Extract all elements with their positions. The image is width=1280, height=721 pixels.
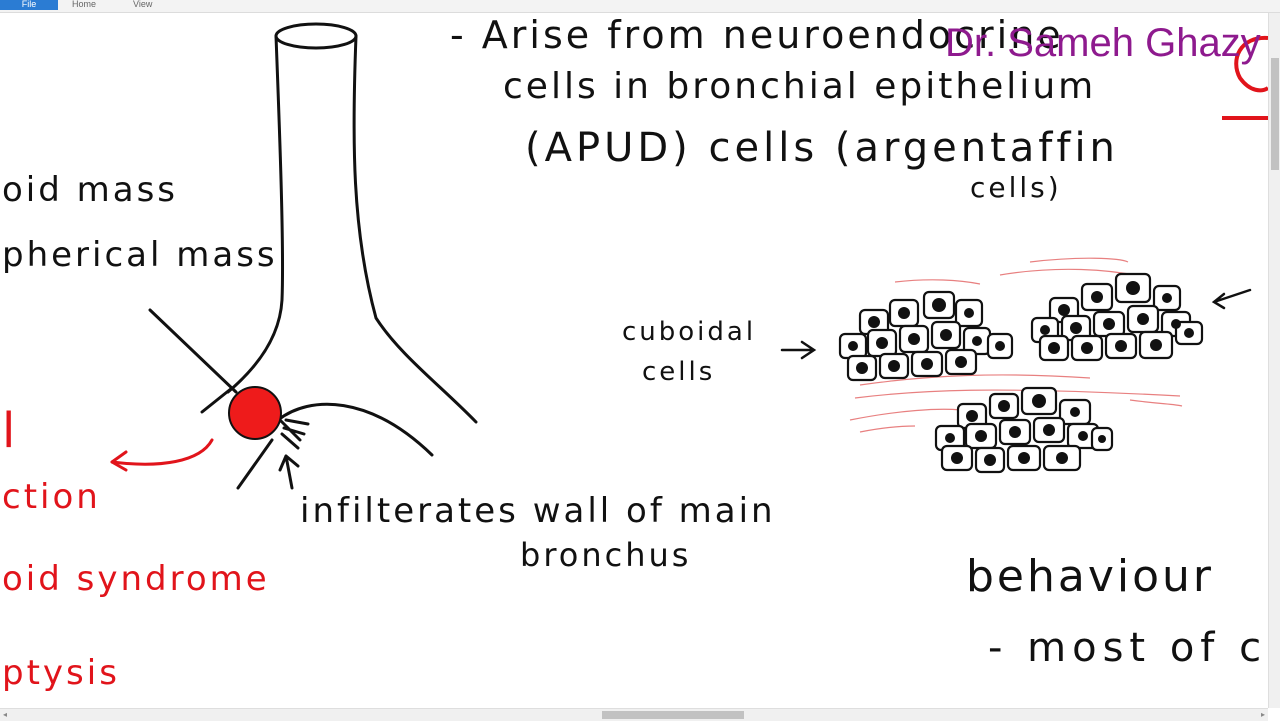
note-red-3: oid syndrome — [2, 559, 270, 599]
note-left-2: pherical mass — [2, 235, 278, 275]
watermark-text: Dr. Sameh Ghazy — [945, 21, 1261, 65]
note-arise-line2: cells in bronchial epithelium — [503, 66, 1097, 107]
tab-file[interactable]: File — [0, 0, 58, 10]
vertical-scroll-thumb[interactable] — [1271, 58, 1279, 170]
cell-nuclei — [848, 281, 1194, 466]
ribbon-bar: File Home View — [0, 0, 1280, 13]
note-red-1: l — [2, 403, 19, 459]
note-cuboidal-1: cuboidal — [622, 317, 757, 347]
note-infiltrates-2: bronchus — [520, 536, 692, 574]
note-behaviour: behaviour — [966, 551, 1215, 602]
note-cuboidal-2: cells — [642, 357, 716, 387]
tumor-mass-drawing — [228, 386, 282, 440]
note-left-1: oid mass — [2, 170, 179, 210]
note-most: - most of ca — [988, 625, 1280, 671]
vertical-scrollbar[interactable] — [1268, 13, 1280, 708]
note-arise-line1: - Arise from neuroendocrine — [450, 13, 1064, 57]
horizontal-scrollbar[interactable]: ◂ ▸ — [0, 708, 1268, 721]
sketch-layer — [110, 22, 1268, 490]
note-infiltrates-1: infilterates wall of main — [300, 491, 776, 531]
scroll-left-icon[interactable]: ◂ — [3, 710, 8, 719]
bronchus-drawing — [148, 22, 478, 490]
tab-view[interactable]: View — [133, 0, 153, 9]
tab-home[interactable]: Home — [72, 0, 97, 9]
note-red-2: ction — [2, 477, 101, 517]
red-scribbles — [849, 257, 1183, 433]
red-arrow-drawing — [110, 438, 214, 472]
note-red-4: ptysis — [2, 653, 120, 693]
drawing-canvas[interactable]: - Arise from neuroendocrine cells in bro… — [0, 13, 1280, 708]
note-apud-line: (APUD) cells (argentaffin — [525, 125, 1119, 171]
note-apud-line2: cells) — [970, 171, 1062, 204]
horizontal-scroll-thumb[interactable] — [602, 711, 744, 719]
red-circle-right — [1234, 35, 1268, 93]
cell-cluster-bottom — [934, 386, 1114, 474]
black-arrows — [780, 288, 1252, 360]
scroll-right-icon[interactable]: ▸ — [1260, 710, 1265, 719]
